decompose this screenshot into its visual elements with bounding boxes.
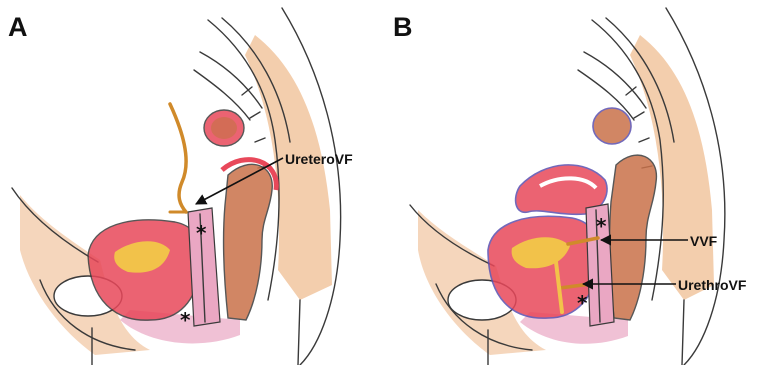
panel-a-letter: A (8, 12, 28, 42)
panel-a-fistula-marker-lower: * (180, 308, 191, 332)
panel-b-urethro-vf-label: UrethroVF (678, 277, 747, 293)
panel-b-anatomy-drawing (410, 8, 725, 365)
panel-a-uretero-vf-label: UreteroVF (285, 151, 353, 167)
panel-a-anatomy-drawing (12, 8, 341, 365)
panel-b-vvf-label: VVF (690, 233, 718, 249)
panel-a-fistula-marker-upper: * (196, 221, 207, 245)
panel-a: A (8, 8, 353, 365)
panel-b-fistula-marker-upper: * (596, 214, 607, 238)
panel-b: B (393, 8, 747, 365)
panel-b-fistula-marker-lower: * (577, 291, 588, 315)
panel-b-letter: B (393, 12, 413, 42)
